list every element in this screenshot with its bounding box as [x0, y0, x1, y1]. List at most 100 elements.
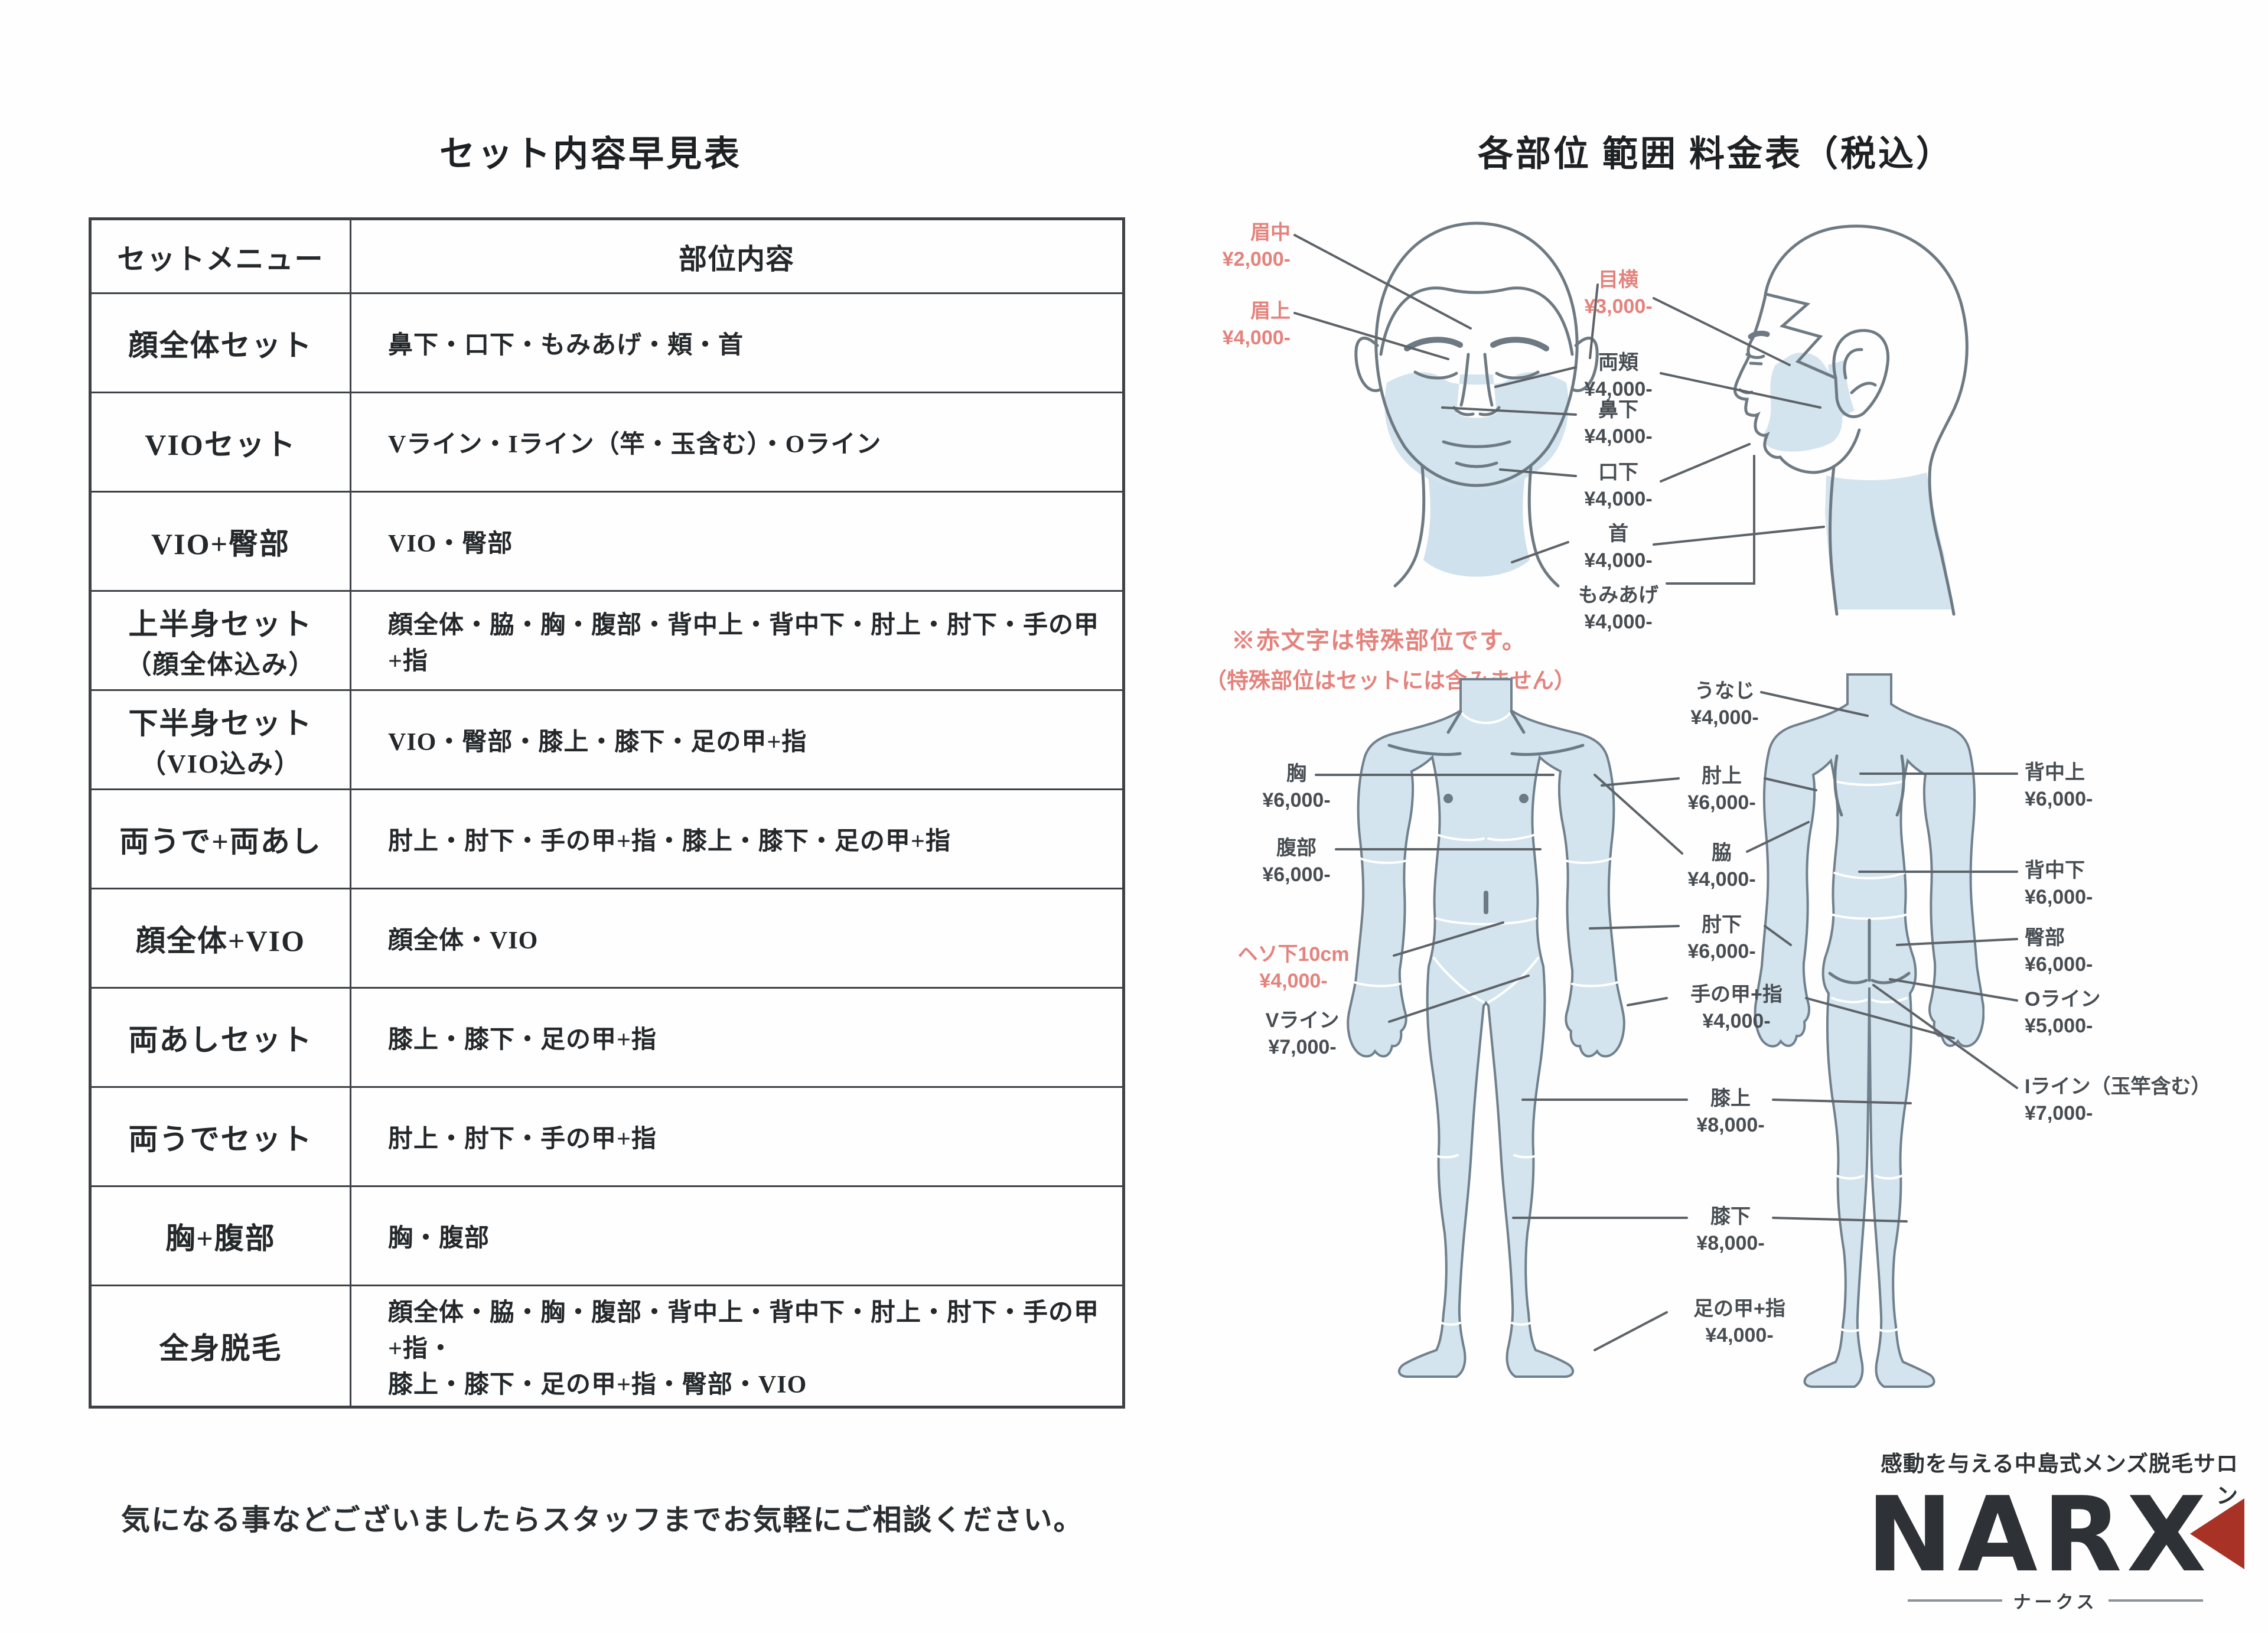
label-line — [1388, 974, 1530, 1023]
label-line — [1764, 925, 1792, 946]
header-content: 部位内容 — [350, 218, 1125, 294]
profile-face-diagram — [1733, 224, 1969, 616]
profile-eyebrow — [1748, 330, 1770, 340]
nose — [1452, 353, 1501, 416]
face-blue-region — [1384, 372, 1569, 490]
logo-bar-left — [1908, 1599, 2003, 1602]
price-label-undermouth: 口下¥4,000- — [1584, 461, 1653, 510]
table-header-row: セットメニュー 部位内容 — [89, 218, 1125, 294]
logo-triangle-icon — [2190, 1498, 2244, 1569]
neck-front-line — [1828, 465, 1839, 616]
price-label-nape: うなじ¥4,000- — [1690, 680, 1759, 729]
price-label-oline: Oライン¥5,000- — [2025, 988, 2101, 1037]
table-row: 両あしセット 膝上・膝下・足の甲+指 — [89, 987, 1125, 1088]
special-note-line1: ※赤文字は特殊部位です。 — [1231, 628, 1527, 654]
label-line — [1764, 777, 1817, 791]
special-note-line2: （特殊部位はセットには含みません） — [1205, 669, 1576, 693]
price-label-iline: Iライン（玉竿含む）¥7,000- — [2025, 1075, 2211, 1124]
price-label-armpit: 脇¥4,000- — [1687, 842, 1756, 891]
price-label-foot: 足の甲+指¥4,000- — [1693, 1298, 1785, 1347]
price-label-below-knee: 膝下¥8,000- — [1696, 1205, 1765, 1254]
price-label-vline: Vライン¥7,000- — [1265, 1009, 1340, 1058]
neck-left — [1393, 465, 1426, 588]
label-line — [1589, 925, 1680, 930]
logo-bar-right — [2108, 1599, 2204, 1602]
price-label-abdomen: 腹部¥6,000- — [1262, 837, 1331, 886]
left-title: セット内容早見表 — [439, 135, 742, 174]
label-line — [1601, 777, 1680, 787]
label-line — [1499, 468, 1577, 477]
label-line — [1653, 526, 1825, 546]
price-label-chest: 胸¥6,000- — [1262, 762, 1331, 811]
label-line — [1293, 312, 1449, 360]
table-row: 胸+腹部 胸・腹部 — [89, 1185, 1125, 1286]
hair-zigzag — [1764, 292, 1837, 380]
neck-blue-region — [1825, 472, 1953, 609]
price-label-sideburns: もみあげ¥4,000- — [1578, 584, 1658, 633]
ear-inner — [1843, 348, 1877, 395]
price-label-upper-back: 背中上¥6,000- — [2025, 761, 2093, 810]
header-menu: セットメニュー — [89, 218, 351, 294]
label-line — [1393, 921, 1504, 957]
front-body-silhouette — [1347, 678, 1625, 1378]
right-ear — [1572, 337, 1599, 392]
label-line — [1772, 1099, 1912, 1104]
front-body-dark-lines — [1387, 710, 1585, 914]
label-line — [1660, 372, 1821, 409]
label-line — [1494, 366, 1577, 388]
table-row: VIOセット Vライン・Iライン（竿・玉含む）・Oライン — [89, 392, 1125, 493]
front-face-diagram — [1354, 221, 1599, 588]
price-label-browtop: 眉上¥4,000- — [1222, 300, 1291, 349]
table-row: 上半身セット（顔全体込み） 顔全体・脇・胸・腹部・背中上・背中下・肘上・肘下・手… — [89, 590, 1125, 691]
ear-outline — [1832, 329, 1890, 419]
table-row: 顔全体+VIO 顔全体・VIO — [89, 888, 1125, 989]
table-row: 顔全体セット 鼻下・口下・もみあげ・頬・首 — [89, 292, 1125, 393]
label-line — [1772, 1217, 1908, 1223]
price-label-neck: 首¥4,000- — [1584, 523, 1653, 572]
price-label-cheeks: 両頬¥4,000- — [1584, 351, 1653, 400]
logo-furigana: ナークス — [2013, 1593, 2098, 1612]
set-menu-table: セットメニュー 部位内容 顔全体セット 鼻下・口下・もみあげ・頬・首 VIOセッ… — [89, 217, 1125, 1409]
label-line — [1760, 691, 1869, 717]
right-eye — [1495, 370, 1540, 380]
right-eyebrow — [1490, 337, 1549, 351]
price-label-below-navel: ヘソ下10cm¥4,000- — [1237, 943, 1350, 992]
price-label-eyeside: 目横¥3,000- — [1584, 269, 1653, 318]
label-line — [1666, 455, 1755, 585]
label-line — [1627, 997, 1668, 1006]
label-line — [1660, 443, 1751, 483]
label-line — [1889, 978, 2018, 1002]
logo-brand: NARX — [1866, 1475, 2211, 1595]
label-line — [1746, 821, 1810, 853]
price-label-forearm: 肘下¥6,000- — [1687, 914, 1756, 963]
left-eyebrow — [1404, 337, 1463, 351]
price-label-hand: 手の甲+指¥4,000- — [1690, 983, 1783, 1032]
price-label-upper-arm: 肘上¥6,000- — [1687, 765, 1756, 814]
neck-right — [1527, 465, 1560, 588]
left-ear — [1354, 337, 1381, 392]
skull-outline — [1763, 224, 1969, 616]
bottom-note: 気になる事などございましたらスタッフまでお気軽にご相談ください。 — [121, 1504, 1084, 1536]
label-line — [1896, 938, 2018, 946]
label-line — [1594, 1311, 1668, 1351]
label-line — [1293, 234, 1472, 330]
price-label-buttocks: 臀部¥6,000- — [2025, 927, 2093, 976]
front-body-white-lines — [1351, 711, 1621, 1326]
table-row: VIO+臀部 VIO・臀部 — [89, 491, 1125, 592]
label-line — [1653, 297, 1791, 366]
label-line — [1872, 984, 2018, 1089]
label-line — [1441, 406, 1577, 416]
neck-blue-region — [1423, 477, 1530, 577]
beard-blue-region — [1763, 353, 1843, 452]
mouth — [1442, 440, 1511, 448]
table-row: 両うで+両あし 肘上・肘下・手の甲+指・膝上・膝下・足の甲+指 — [89, 788, 1125, 889]
label-line — [1594, 774, 1683, 855]
front-body-diagram — [1347, 678, 1625, 1378]
label-line — [1511, 541, 1569, 563]
left-eye — [1413, 370, 1458, 380]
price-label-browmid: 眉中¥2,000- — [1222, 221, 1291, 270]
right-title: 各部位 範囲 料金表（税込） — [1478, 135, 1954, 174]
logo-tagline: 感動を与える中島式メンズ脱毛サロン — [1880, 1452, 2238, 1508]
